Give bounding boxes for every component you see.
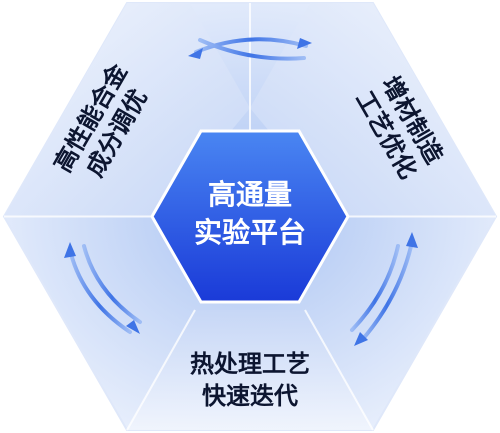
segment-bottom-line1: 热处理工艺: [190, 350, 310, 378]
arrow-top: [188, 37, 312, 61]
arrow-right: [350, 232, 418, 346]
center-title-line2: 实验平台: [194, 216, 306, 249]
center-title-line1: 高通量: [208, 178, 292, 211]
segment-dividers: [4, 3, 496, 431]
arrow-left: [64, 242, 142, 334]
center-hexagon: [150, 129, 350, 304]
segment-bottom-bg: [127, 310, 373, 430]
segment-bottom-line2: 快速迭代: [202, 382, 298, 410]
